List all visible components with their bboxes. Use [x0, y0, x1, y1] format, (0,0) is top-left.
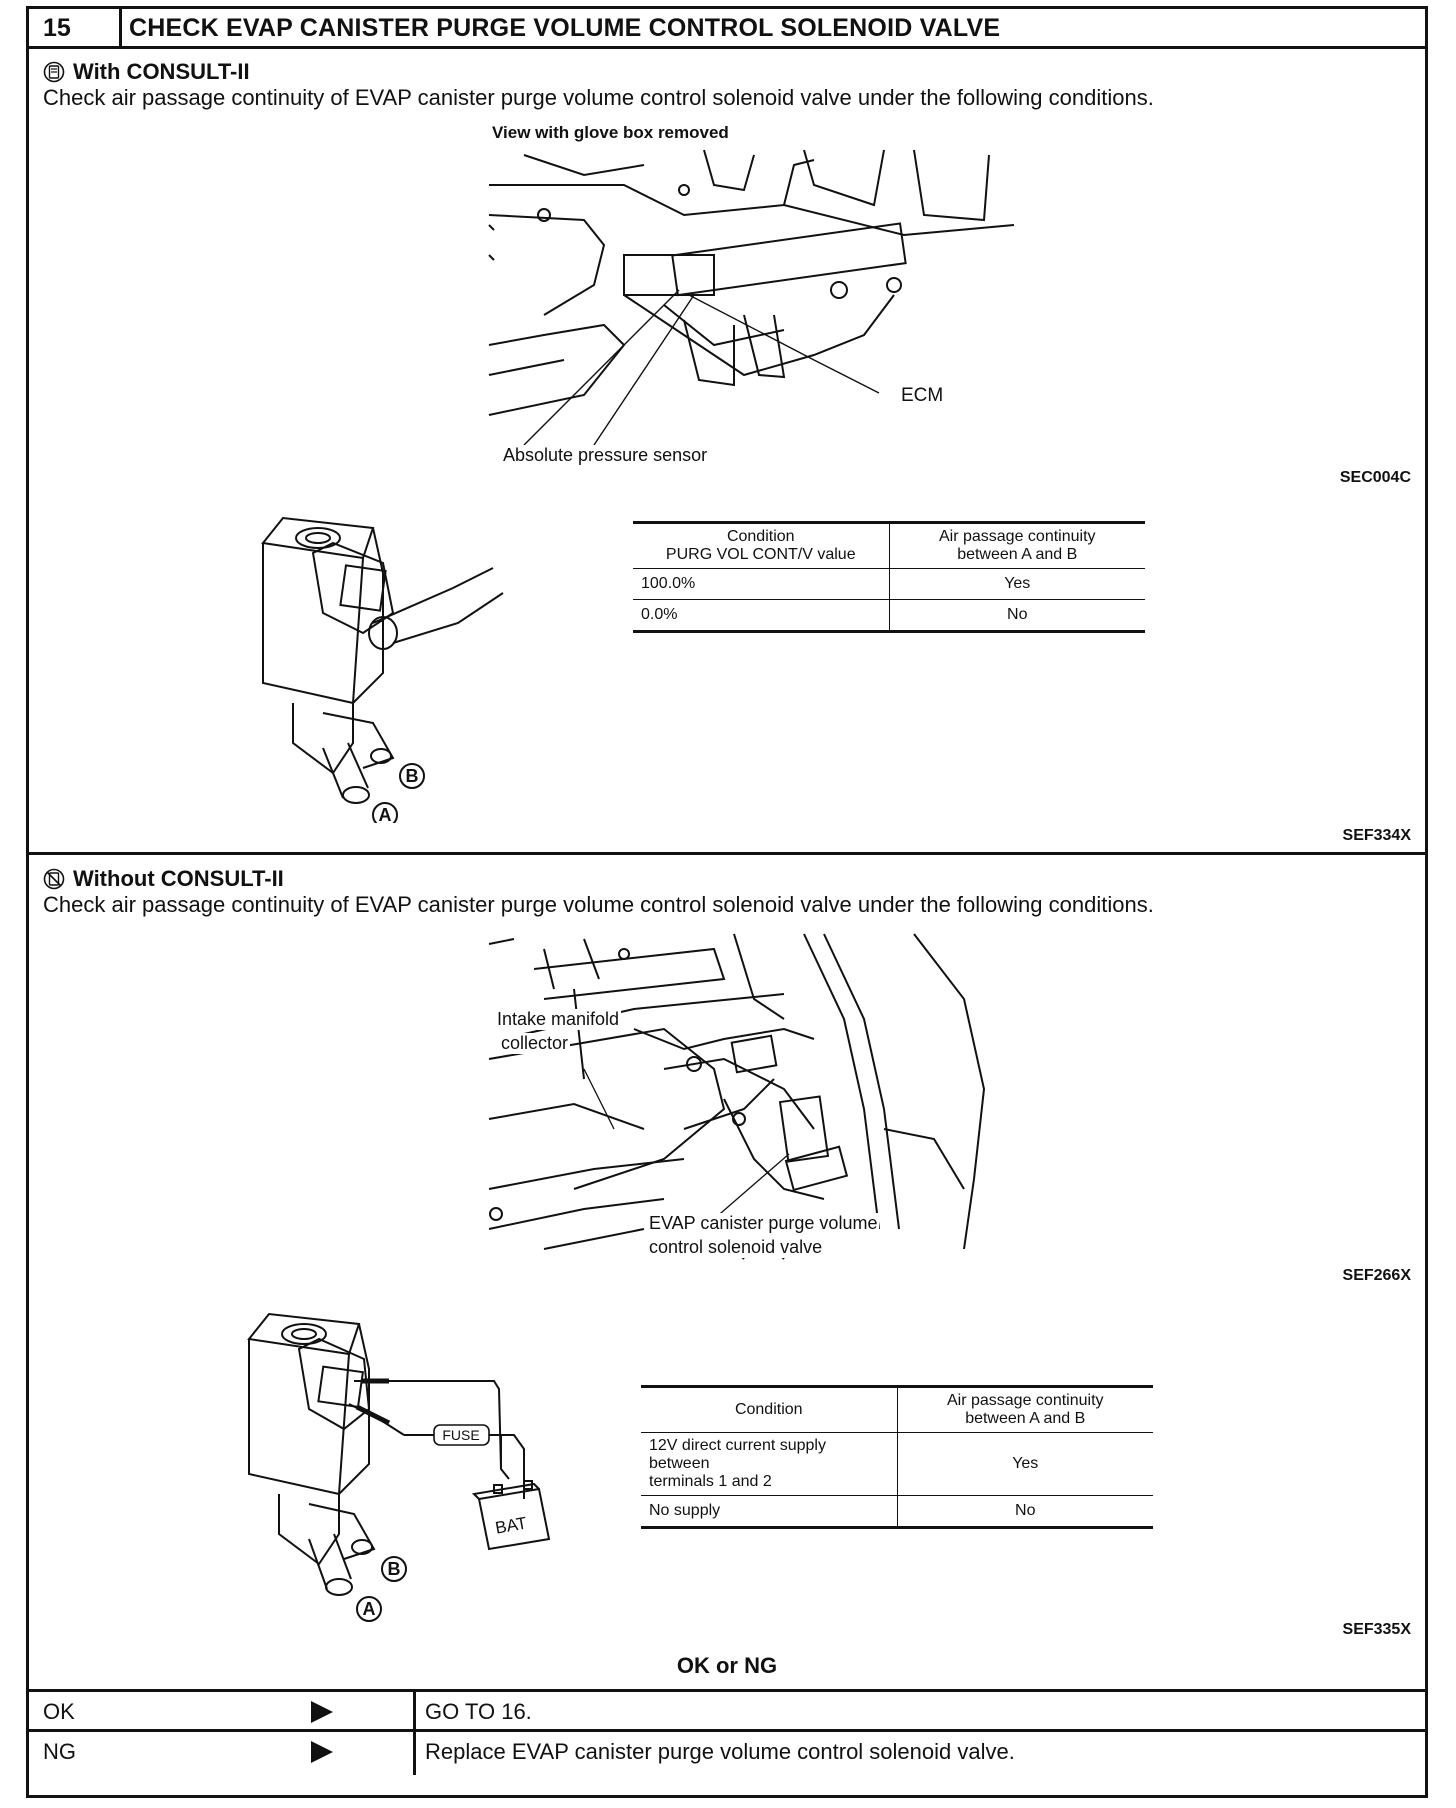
- result-divider: [413, 1732, 416, 1775]
- table-row: 0.0% No: [633, 599, 1145, 633]
- engine-bay-illustration: [488, 933, 986, 1260]
- continuity-cell: No: [896, 1495, 1153, 1529]
- intake-manifold-label-line2: collector: [499, 1033, 571, 1054]
- without-consult-heading: Without CONSULT-II: [43, 866, 284, 892]
- section-divider: [29, 852, 1425, 855]
- right-arrow-icon: [311, 1741, 333, 1763]
- port-b-marker: B: [388, 1559, 401, 1579]
- absolute-pressure-sensor-label: Absolute pressure sensor: [503, 445, 708, 465]
- solenoid-valve-illustration: B A: [261, 516, 504, 823]
- inspection-step-frame: 15 CHECK EVAP CANISTER PURGE VOLUME CONT…: [26, 6, 1428, 1798]
- with-consult-heading: With CONSULT-II: [43, 59, 250, 85]
- continuity-cell: Yes: [896, 1432, 1153, 1496]
- figure-code-sef335x: SEF335X: [1342, 1621, 1411, 1638]
- result-key: OK: [43, 1699, 75, 1724]
- header-divider: [119, 9, 122, 46]
- table-header-row: Condition Air passage continuity between…: [641, 1385, 1153, 1433]
- fuse-label: FUSE: [442, 1427, 479, 1443]
- figure-code-sec004c: SEC004C: [1339, 469, 1411, 486]
- table-row: 100.0% Yes: [633, 568, 1145, 600]
- figure-code-sef266x: SEF266X: [1342, 1267, 1411, 1284]
- right-arrow-icon: [311, 1701, 333, 1723]
- step-header: 15 CHECK EVAP CANISTER PURGE VOLUME CONT…: [29, 9, 1425, 49]
- continuity-cell: No: [888, 599, 1145, 633]
- solenoid-battery-test-illustration: FUSE BAT B A: [247, 1312, 551, 1622]
- evap-valve-label-line2: control solenoid valve: [647, 1237, 825, 1258]
- result-action: Replace EVAP canister purge volume contr…: [425, 1739, 1015, 1764]
- intake-manifold-label-line1: Intake manifold: [495, 1009, 622, 1030]
- with-consult-label: With CONSULT-II: [73, 59, 250, 84]
- step-number: 15: [43, 14, 71, 42]
- without-consult-label: Without CONSULT-II: [73, 866, 284, 891]
- condition-cell: 0.0%: [633, 599, 889, 633]
- evap-valve-label-line1: EVAP canister purge volume: [647, 1213, 880, 1234]
- continuity-column-header: Air passage continuity between A and B: [888, 521, 1145, 569]
- condition-column-header: Condition PURG VOL CONT/V value: [633, 521, 889, 569]
- ecm-location-illustration: [488, 149, 1014, 445]
- result-key: NG: [43, 1739, 76, 1764]
- table-row: No supply No: [641, 1495, 1153, 1529]
- continuity-column-header: Air passage continuity between A and B: [896, 1385, 1153, 1433]
- continuity-cell: Yes: [888, 568, 1145, 600]
- no-consult-icon: [43, 868, 65, 890]
- result-action: GO TO 16.: [425, 1699, 532, 1724]
- condition-cell: No supply: [641, 1495, 897, 1529]
- ecm-label: ECM: [901, 385, 944, 406]
- condition-cell: 12V direct current supply between termin…: [641, 1432, 897, 1496]
- step-title: CHECK EVAP CANISTER PURGE VOLUME CONTROL…: [129, 14, 1001, 42]
- condition-cell: 100.0%: [633, 568, 889, 600]
- with-consult-description: Check air passage continuity of EVAP can…: [43, 85, 1154, 110]
- result-divider: [413, 1692, 416, 1729]
- figure-code-sef334x: SEF334X: [1342, 827, 1411, 844]
- result-row-ng: NG Replace EVAP canister purge volume co…: [29, 1729, 1425, 1775]
- without-consult-description: Check air passage continuity of EVAP can…: [43, 892, 1154, 917]
- port-a-marker: A: [379, 805, 392, 823]
- table-header-row: Condition PURG VOL CONT/V value Air pass…: [633, 521, 1145, 569]
- consult-condition-table: Condition PURG VOL CONT/V value Air pass…: [633, 521, 1145, 633]
- glove-box-caption: View with glove box removed: [492, 123, 729, 142]
- battery-label: BAT: [494, 1513, 529, 1537]
- port-a-marker: A: [363, 1599, 376, 1619]
- direct-supply-condition-table: Condition Air passage continuity between…: [641, 1385, 1153, 1529]
- consult-icon: [43, 61, 65, 83]
- condition-column-header: Condition: [641, 1385, 897, 1433]
- ok-or-ng-title: OK or NG: [676, 1653, 778, 1678]
- result-row-ok: OK GO TO 16.: [29, 1689, 1425, 1729]
- port-b-marker: B: [406, 766, 419, 786]
- table-row: 12V direct current supply between termin…: [641, 1432, 1153, 1496]
